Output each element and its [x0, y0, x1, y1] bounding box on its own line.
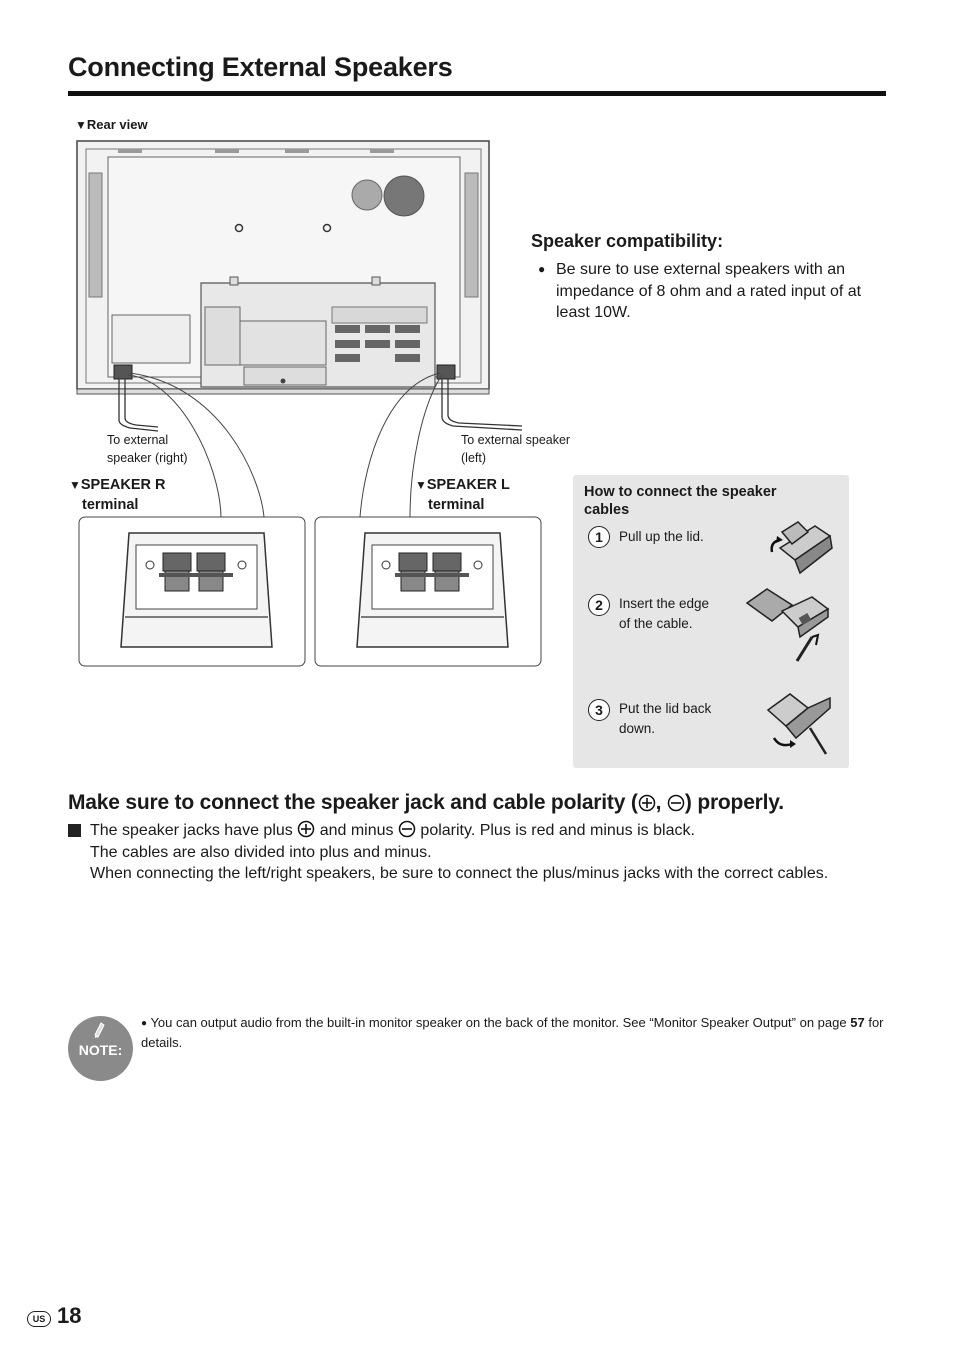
triangle-down-icon: ▼ [75, 118, 87, 132]
bullet-icon: ● [141, 1018, 148, 1029]
speaker-l-terminal-label: ▼SPEAKER L terminal [415, 477, 510, 513]
caption-to-right-speaker: To external speaker (right) [107, 433, 188, 465]
polarity-text: The speaker jacks have plus and minus po… [90, 820, 829, 882]
minus-circle-icon [667, 794, 685, 812]
rear-view-illustration [76, 140, 542, 667]
howto-title: How to connect the speaker cables [584, 484, 777, 518]
rear-view-label: ▼Rear view [75, 117, 148, 132]
note-label: NOTE: [78, 1042, 123, 1058]
minus-circle-icon [398, 820, 416, 838]
title-rule [68, 91, 886, 96]
region-badge: US [27, 1311, 51, 1327]
triangle-down-icon: ▼ [415, 478, 427, 492]
insert-cable-illustration [745, 588, 830, 662]
plus-circle-icon [638, 794, 655, 812]
triangle-down-icon: ▼ [69, 478, 81, 492]
note-page-ref: 57 [850, 1015, 865, 1030]
lid-close-illustration [766, 693, 831, 755]
speaker-r-terminal-label: ▼SPEAKER R terminal [69, 477, 166, 513]
plus-circle-icon [297, 820, 315, 838]
step-2-text: Insert the edge of the cable. [619, 596, 710, 631]
step-1-number: 1 [588, 526, 610, 548]
polarity-heading: Make sure to connect the speaker jack an… [68, 791, 784, 814]
compatibility-text: ● Be sure to use external speakers with … [538, 261, 862, 321]
page-number: 18 [57, 1303, 82, 1328]
step-3-number: 3 [588, 699, 610, 721]
page-title: Connecting External Speakers [68, 52, 453, 82]
square-bullet-icon [68, 824, 81, 837]
step-1-text: Pull up the lid. [619, 529, 704, 544]
step-2-number: 2 [588, 594, 610, 616]
pencil-icon [94, 1022, 105, 1038]
compatibility-heading: Speaker compatibility: [531, 231, 724, 251]
step-3-text: Put the lid back down. [619, 701, 712, 736]
note-text: ● You can output audio from the built-in… [141, 1015, 884, 1050]
bullet-icon: ● [538, 262, 546, 276]
lid-open-illustration [770, 521, 833, 575]
caption-to-left-speaker: To external speaker (left) [461, 433, 571, 465]
